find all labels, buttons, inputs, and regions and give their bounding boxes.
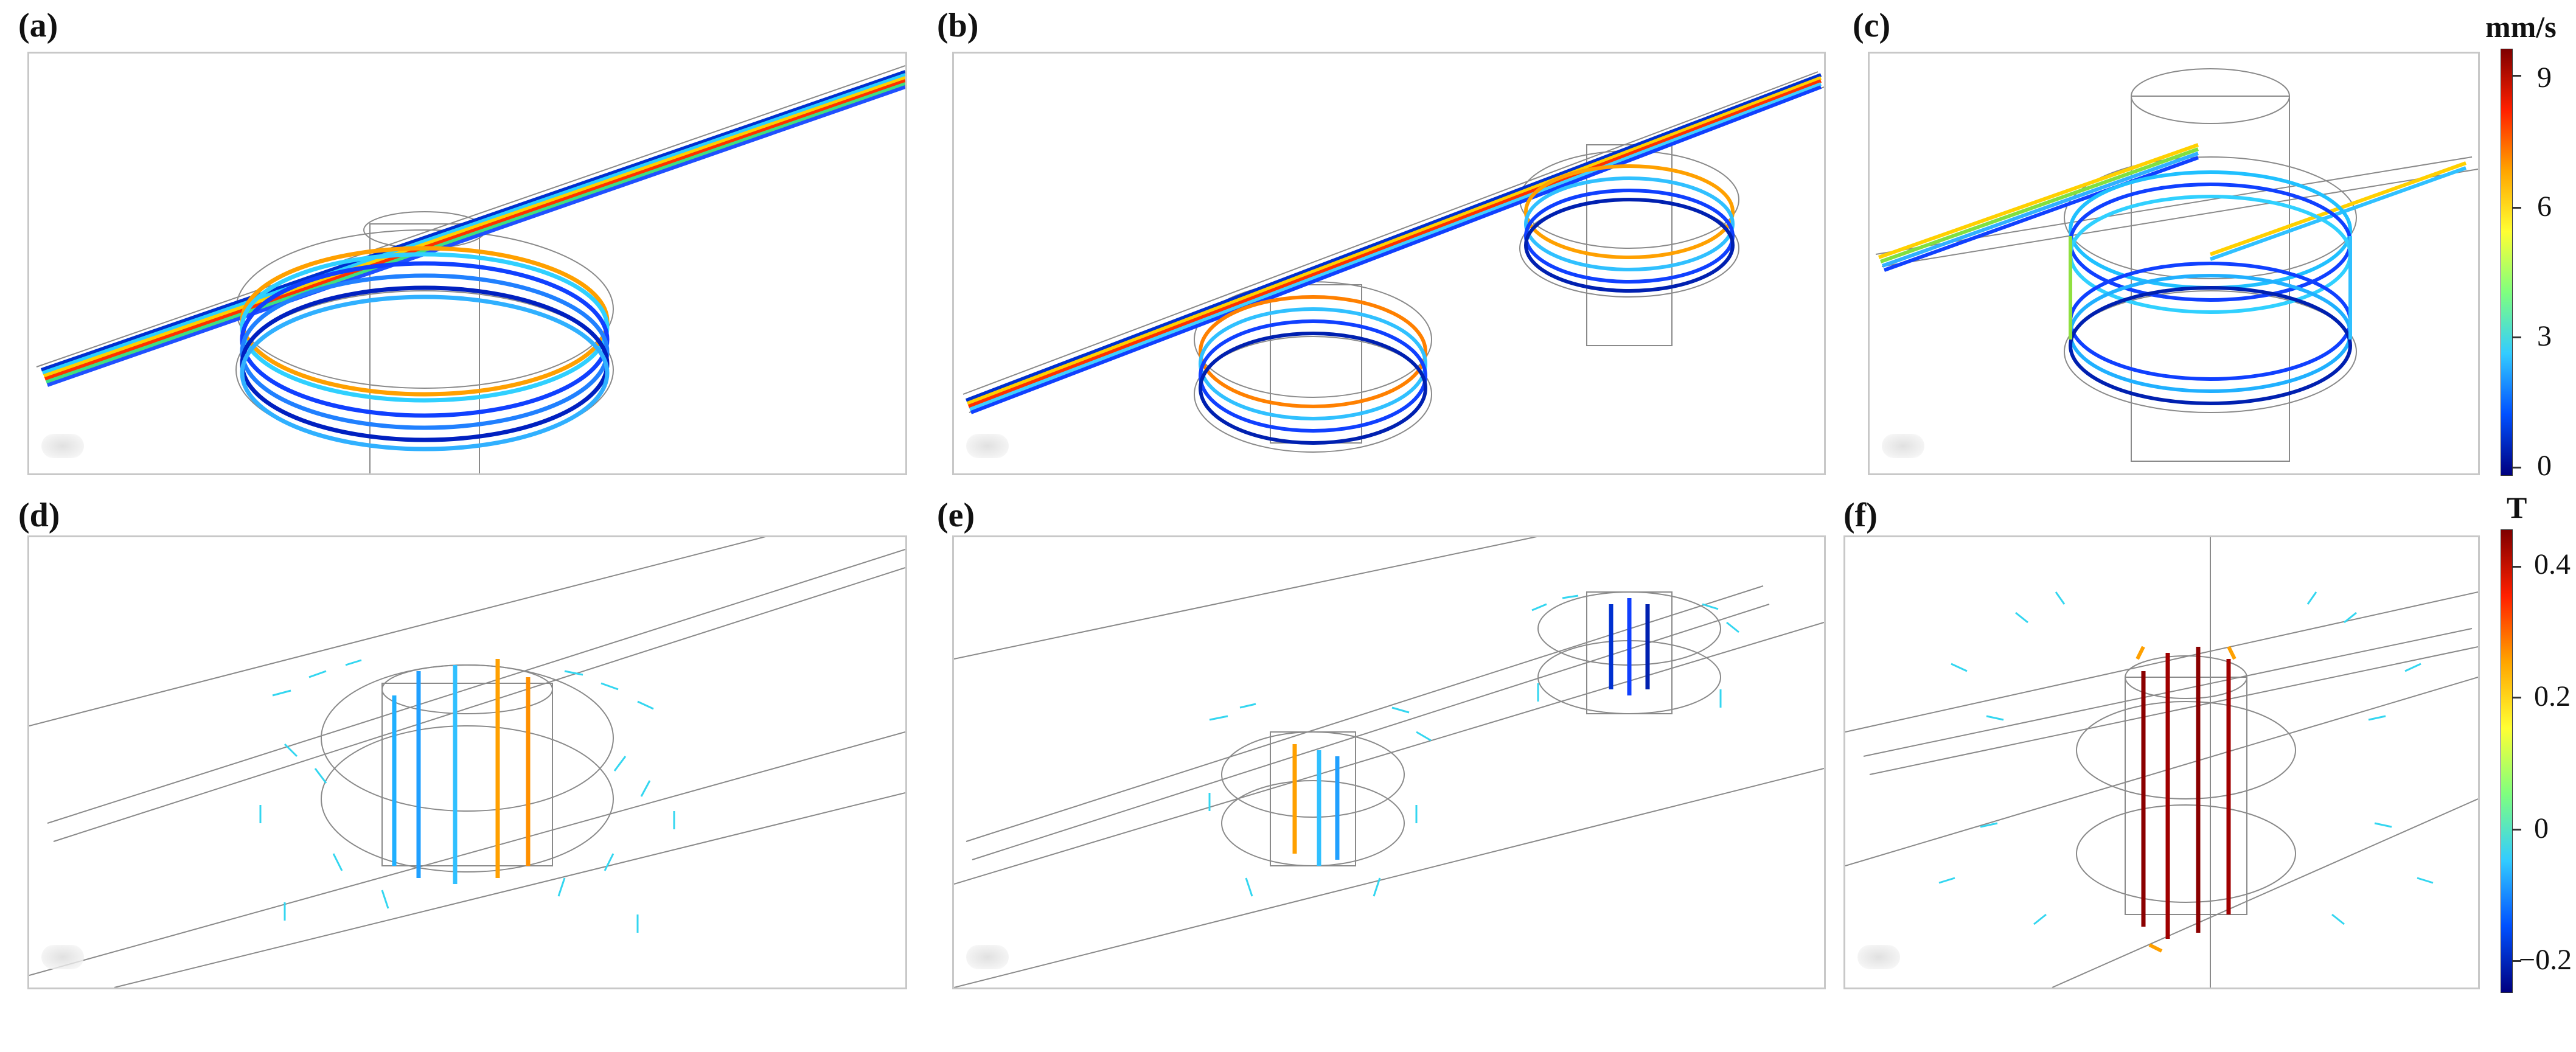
panel-a-streamlines-single-ring [27, 52, 907, 475]
panel-label-e: (e) [937, 496, 975, 534]
panel-b-streamlines-double-ring [952, 52, 1826, 475]
panel-b-figure [963, 71, 1824, 453]
panel-c-streamlines-stacked-rings [1868, 52, 2480, 475]
velocity-tick-mark [2513, 207, 2521, 209]
panel-f-figure [1845, 537, 2478, 988]
velocity-colorbar-unit: mm/s [2485, 10, 2557, 44]
field-tick-mark [2513, 697, 2521, 698]
panel-label-d: (d) [18, 496, 60, 534]
velocity-tick-mark [2513, 336, 2521, 338]
panel-d-magnetic-field-single-ring [27, 535, 907, 989]
panel-f-magnetic-field-stacked-rings [1843, 535, 2480, 989]
field-colorbar [2501, 529, 2513, 993]
field-tick-neg-0-2: −0.2 [2519, 944, 2572, 976]
watermark-logo [41, 945, 84, 969]
watermark-logo [41, 434, 84, 458]
panel-d-figure [29, 537, 905, 988]
panel-label-f: (f) [1843, 496, 1878, 534]
panel-label-c: (c) [1853, 7, 1891, 44]
velocity-tick-9: 9 [2537, 61, 2552, 94]
velocity-tick-6: 6 [2537, 190, 2552, 223]
panel-c-figure [1875, 68, 2478, 462]
velocity-colorbar [2501, 49, 2513, 476]
velocity-tick-3: 3 [2537, 320, 2552, 352]
field-colorbar-unit: T [2507, 490, 2527, 524]
velocity-tick-mark [2513, 467, 2521, 469]
watermark-logo [966, 434, 1009, 458]
field-tick-mark [2513, 960, 2521, 962]
field-tick-mark [2513, 829, 2521, 831]
panel-label-a: (a) [18, 7, 58, 44]
field-tick-mark [2513, 566, 2521, 568]
velocity-tick-mark [2513, 75, 2521, 77]
panel-e-figure [954, 537, 1824, 988]
panel-e-magnetic-field-double-ring [952, 535, 1826, 989]
velocity-tick-0: 0 [2537, 450, 2552, 482]
panel-label-b: (b) [937, 7, 979, 44]
field-tick-0-2: 0.2 [2534, 680, 2571, 712]
watermark-logo [1882, 434, 1924, 458]
watermark-logo [1857, 945, 1900, 969]
watermark-logo [966, 945, 1009, 969]
panel-a-figure [36, 65, 905, 473]
field-tick-0: 0 [2534, 812, 2549, 845]
field-tick-0-4: 0.4 [2534, 548, 2571, 580]
